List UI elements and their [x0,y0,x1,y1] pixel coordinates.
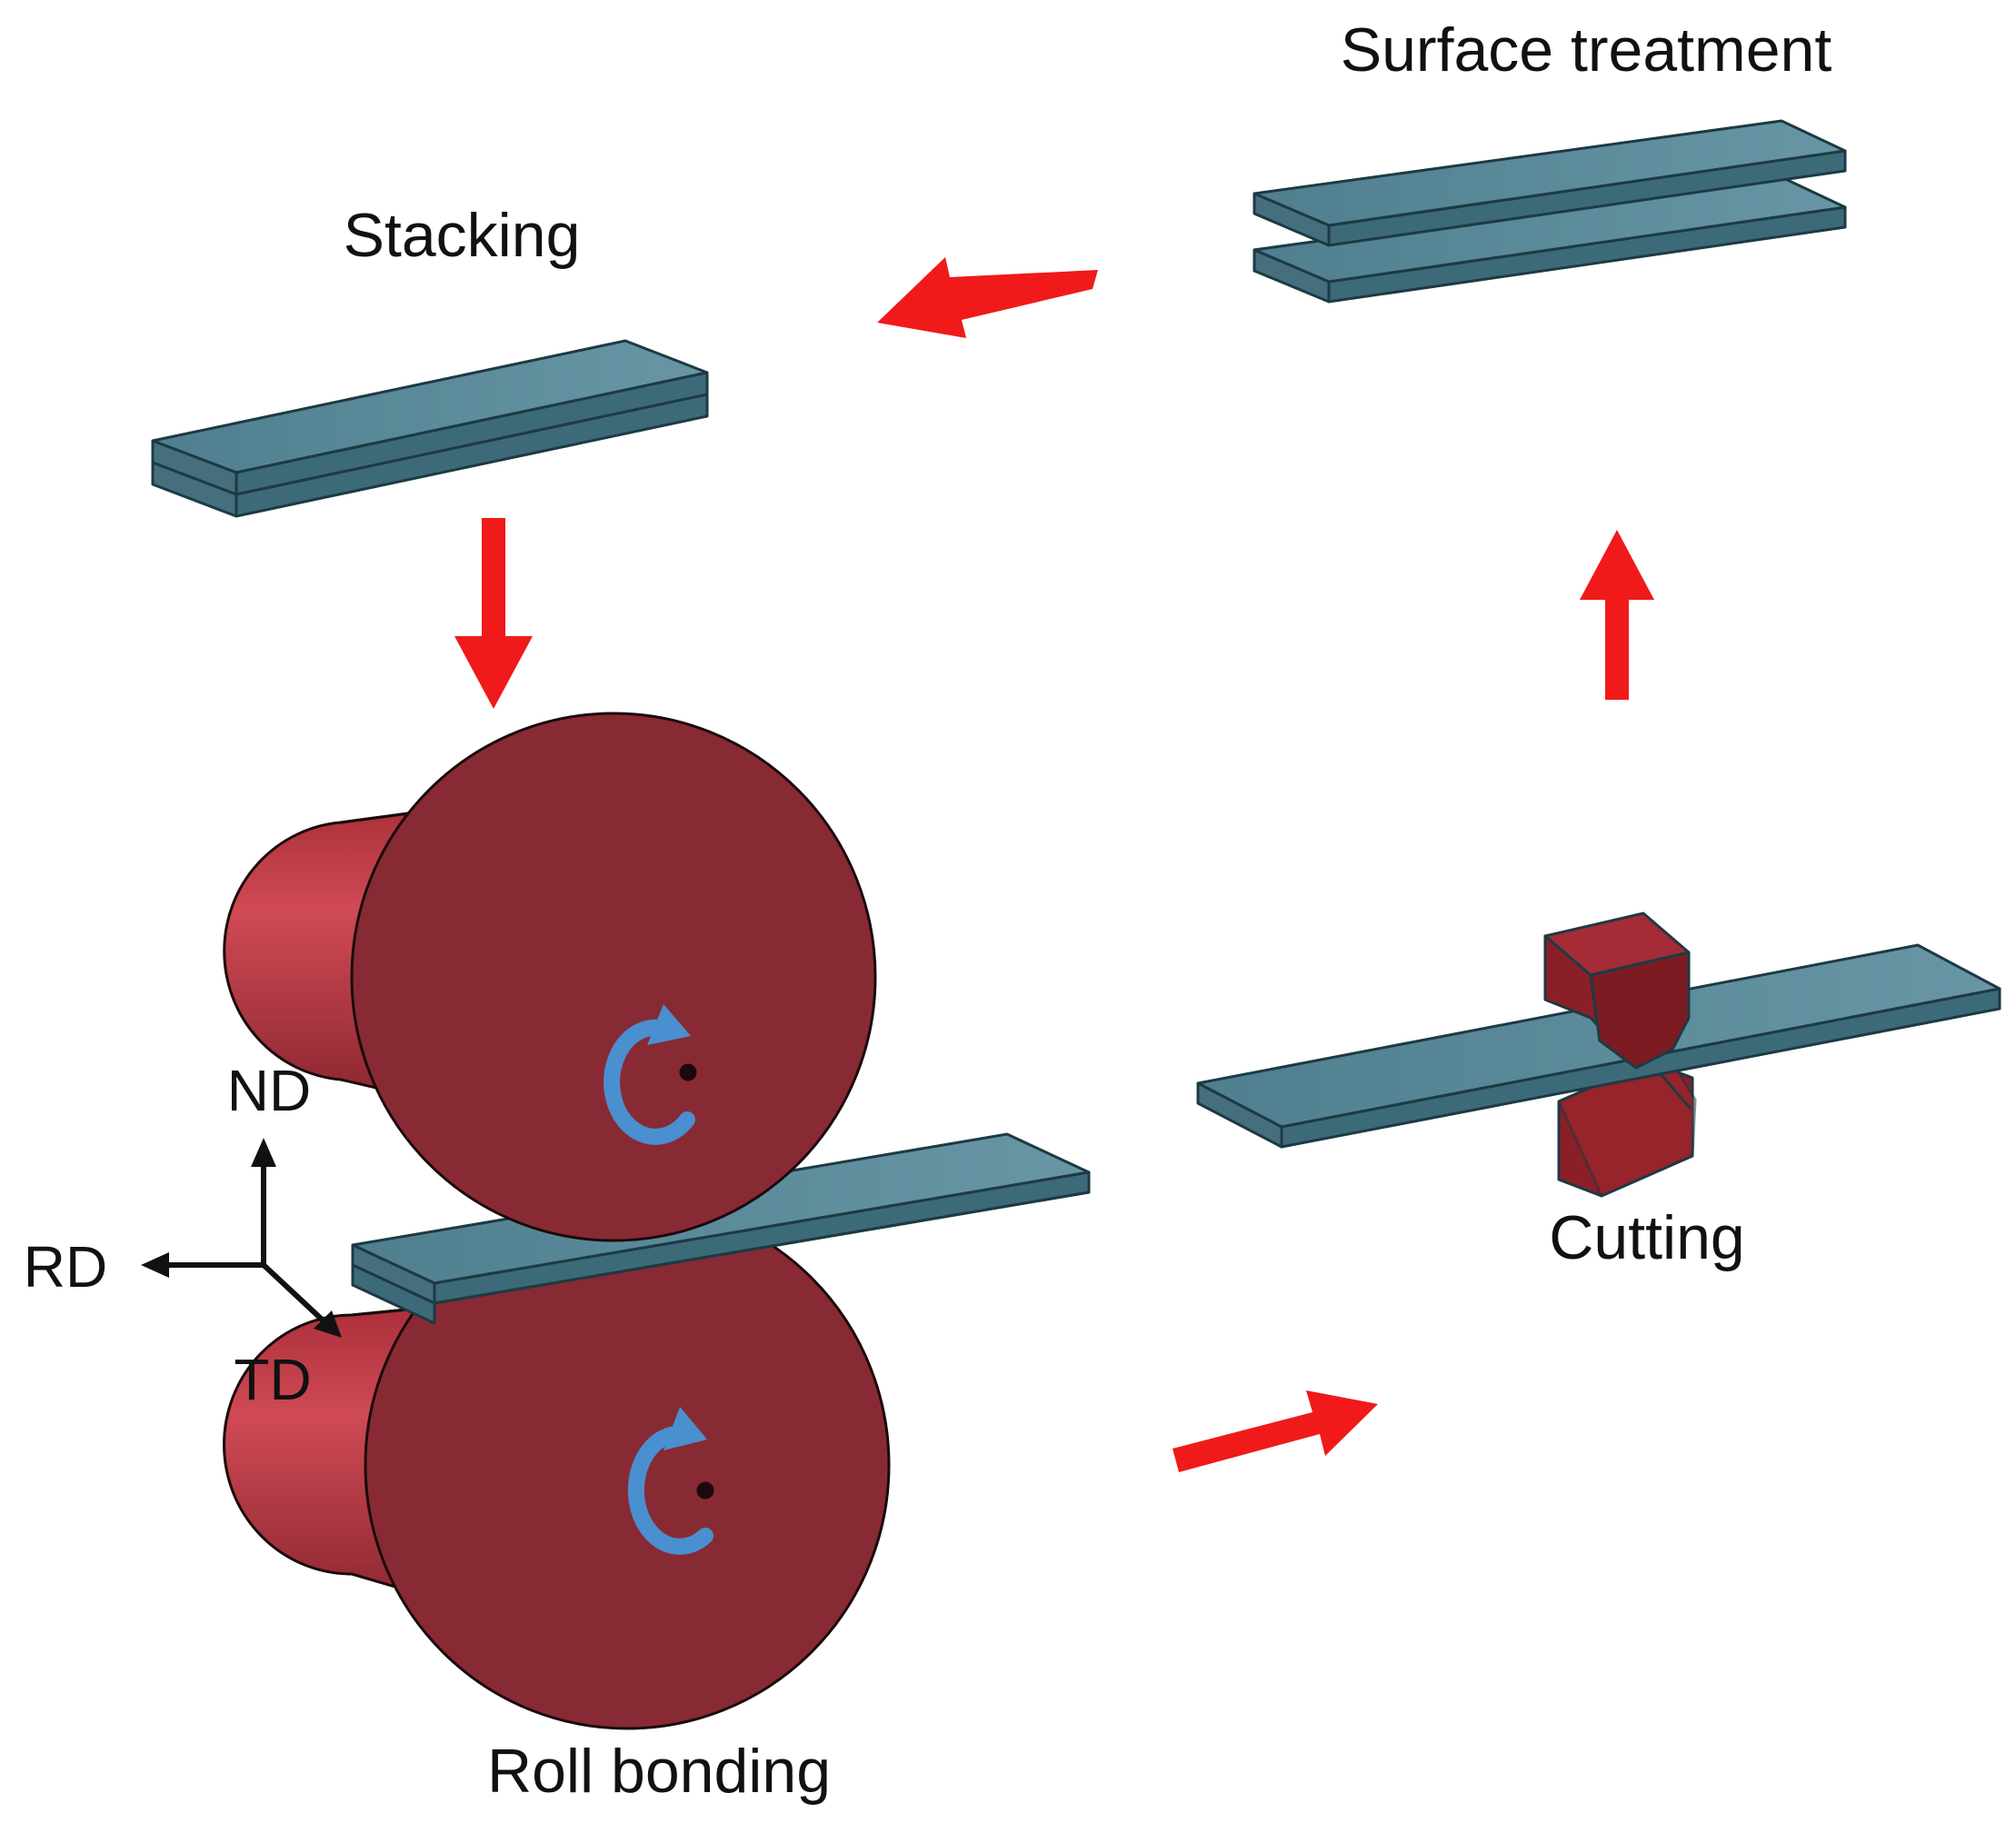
upper-roll [223,712,877,1242]
coordinate-axes [141,1138,342,1338]
td-axis-label: TD [234,1347,311,1412]
roll-bonding-label: Roll bonding [487,1737,831,1806]
stacking-label: Stacking [344,201,581,270]
surface-treatment-label: Surface treatment [1341,15,1832,85]
cutting-label: Cutting [1549,1203,1744,1272]
red-arrow-icon [1580,530,1654,700]
upper-roll-face [350,712,877,1242]
rotation-indicators [604,1004,714,1555]
upper-sheet [1253,119,1847,247]
nd-arrowhead [251,1138,276,1167]
td-arrowhead [314,1310,342,1338]
nd-axis-label: ND [227,1058,311,1123]
lower-roll-axle [696,1481,714,1499]
rd-arrowhead [141,1252,169,1278]
upper-roll-axle [679,1063,697,1081]
roll-bonding-station [223,712,1091,1730]
surface-treated-sheets [1253,119,1847,304]
curved-rotation-arrow-icon [627,1407,714,1555]
flow-arrows [454,257,1654,1472]
rd-axis-label: RD [24,1234,107,1300]
lower-roll [223,1200,891,1730]
stacked-sheet [151,339,709,518]
red-arrow-icon [877,257,1098,338]
td-axis [261,1262,334,1331]
cutting-station [1196,912,2001,1198]
curved-rotation-arrow-icon [604,1004,695,1145]
red-arrow-icon [454,518,533,709]
red-arrow-icon [1173,1390,1378,1472]
lower-cutter [1557,1060,1697,1198]
upper-cutter [1543,912,1691,1070]
